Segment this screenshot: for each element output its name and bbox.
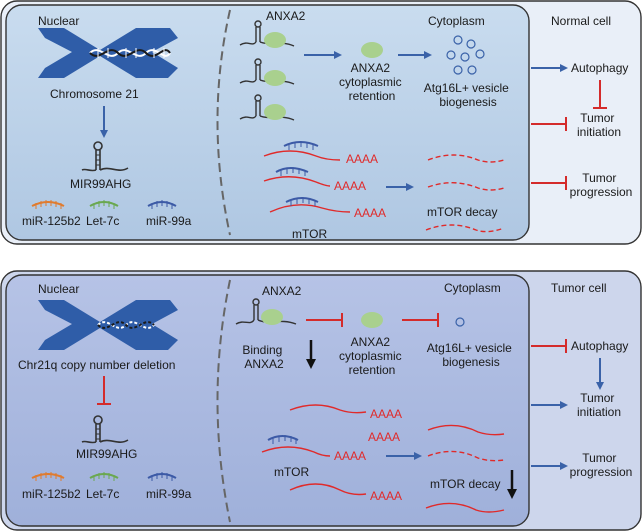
chromosome-21-icon [38,28,178,78]
retention-inhibits-biogenesis [402,313,439,327]
mtor-mrna [425,502,505,513]
mtor-label: mTOR [274,465,309,479]
decayed-mtor-fragment [427,450,505,462]
chromosome-21-label: Chromosome 21 [50,87,139,101]
anxa2-label: ANXA2 [266,9,306,23]
nuclear-label: Nuclear [38,282,79,296]
single-vesicle-icon [455,317,465,327]
free-anxa2-protein [361,42,383,58]
mir-125b2-label: miR-125b2 [22,487,81,501]
tumor-progression-label: Tumor progression [570,451,633,479]
mtor-mrna [289,483,367,496]
polya-tail: AAAA [334,179,366,193]
mtor-mrna [427,424,505,436]
mir-99a-label: miR-99a [146,487,192,501]
polya-tail: AAAA [368,430,400,444]
tumor-progression-label: Tumor progression [570,171,633,199]
mirna-mtor-duplex [261,435,331,457]
polya-tail: AAAA [354,206,386,220]
tumor-cell-label: Tumor cell [551,281,607,295]
mirna-mtor-duplex [263,141,341,161]
tumor-initiation-label: Tumor initiation [577,111,621,139]
inhibit-tumor-initiation [531,117,567,131]
mtor-label: mTOR [292,227,327,241]
tumor-cell-panel: Nuclear Cytoplasm Tumor cell Chr21q copy… [0,270,642,531]
autophagy-label: Autophagy [571,339,628,353]
mirna-mtor-duplex [263,167,331,187]
cytoplasm-label: Cytoplasm [444,281,501,295]
mir99ahg-hairpin-icon [81,415,129,444]
tumor-initiation-label: Tumor initiation [577,391,621,419]
chr21q-deletion-label: Chr21q copy number deletion [18,358,175,372]
polya-tail: AAAA [334,449,366,463]
mir99ahg-anxa2-complex [235,298,297,325]
mir99ahg-anxa2-complex [239,20,295,48]
decayed-mtor-fragments [425,154,505,233]
vesicle-biogenesis-label: Atg16L+ vesicle biogenesis [427,341,515,369]
anxa2-retention-label: ANXA2 cytoplasmic retention [339,61,405,103]
polya-tail: AAAA [370,489,402,503]
cytoplasm-label: Cytoplasm [428,14,485,28]
nuclear-envelope-dashed [216,9,231,236]
let-7c-label: Let-7c [86,487,119,501]
chromosome-21-deleted-icon [38,300,178,350]
binding-anxa2-label: Binding ANXA2 [242,343,285,371]
mirna-cluster [31,472,177,481]
free-anxa2-protein [361,312,383,328]
mir99ahg-anxa2-complex [239,94,295,121]
deletion-inhibits-mir99ahg [97,376,111,405]
anxa2-retention-label: ANXA2 cytoplasmic retention [339,335,405,377]
mir-99a-label: miR-99a [146,214,192,228]
let-7c-label: Let-7c [86,214,119,228]
nuclear-envelope-dashed [216,279,231,523]
mirna-cluster [31,200,177,209]
mir99ahg-hairpin-icon [81,141,129,172]
anxa2-label: ANXA2 [262,284,302,298]
polya-tail: AAAA [370,407,402,421]
inhibit-autophagy [531,339,567,353]
autophagy-label: Autophagy [571,61,628,75]
vesicle-cluster-icon [446,35,485,75]
mtor-mrna [289,404,367,414]
normal-cell-label: Normal cell [551,14,611,28]
vesicle-biogenesis-label: Atg16L+ vesicle biogenesis [424,81,512,109]
nuclear-label: Nuclear [38,14,79,28]
mir99ahg-label: MIR99AHG [70,177,131,191]
polya-tail: AAAA [346,152,378,166]
mirna-mtor-duplex [269,197,351,213]
binding-inhibits-retention [306,313,343,327]
mir99ahg-anxa2-complex [239,58,295,86]
mtor-decay-label: mTOR decay [430,477,500,491]
mir-125b2-label: miR-125b2 [22,214,81,228]
normal-cell-panel: Nuclear Cytoplasm Normal cell Chromosome… [0,0,642,245]
mir99ahg-label: MIR99AHG [76,447,137,461]
autophagy-inhibits-initiation [593,80,607,109]
inhibit-tumor-progression [531,176,567,190]
mtor-decay-label: mTOR decay [427,205,497,219]
